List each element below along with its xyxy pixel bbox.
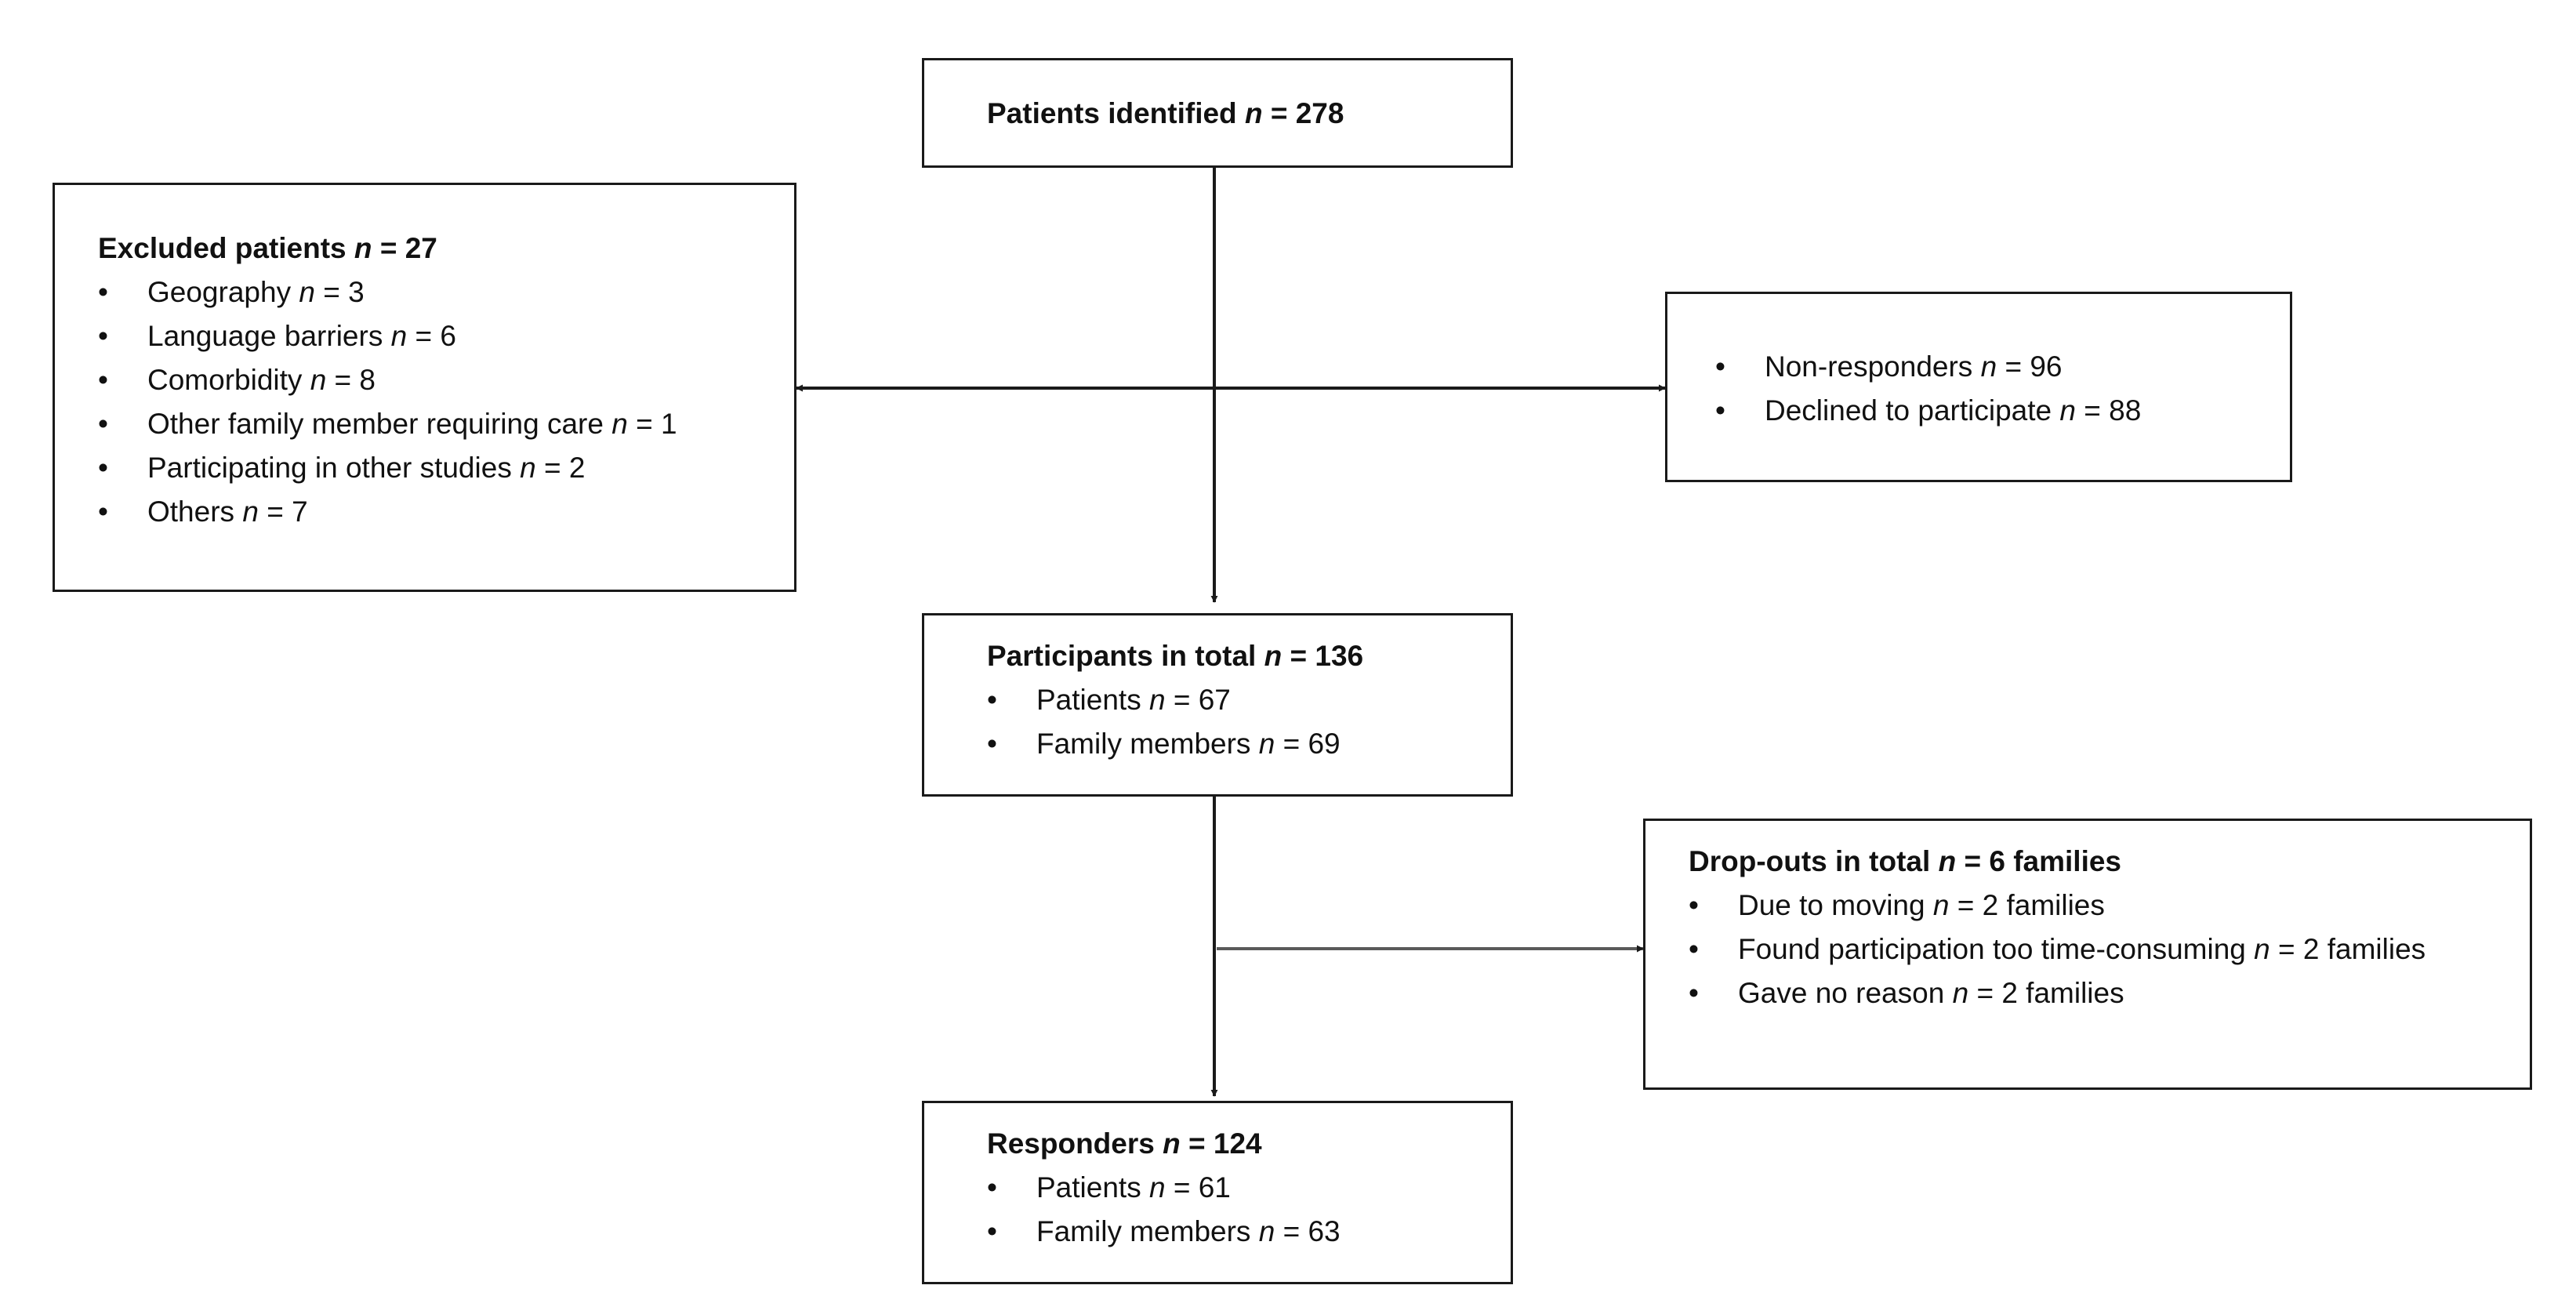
item-value: = 8	[334, 364, 376, 396]
heading-label: Drop-outs in total	[1689, 845, 1931, 877]
item-label: Patients	[1036, 1171, 1141, 1204]
item-n: n	[611, 408, 628, 440]
excluded-list: Geography n = 3 Language barriers n = 6 …	[98, 270, 794, 534]
item-label: Comorbidity	[147, 364, 303, 396]
heading-n: n	[1938, 845, 1957, 877]
list-item: Comorbidity n = 8	[98, 358, 794, 402]
item-label: Found participation too time-consuming	[1738, 933, 2246, 965]
item-label: Participating in other studies	[147, 452, 512, 484]
heading-n: n	[1264, 640, 1283, 672]
box-dropouts: Drop-outs in total n = 6 families Due to…	[1643, 819, 2532, 1090]
item-value: = 2 families	[1976, 977, 2124, 1009]
item-n: n	[390, 320, 408, 352]
item-value: = 3	[323, 276, 365, 308]
list-item: Non-responders n = 96	[1715, 345, 2290, 389]
responders-list: Patients n = 61 Family members n = 63	[987, 1166, 1511, 1254]
list-item: Found participation too time-consuming n…	[1689, 928, 2428, 971]
item-value: = 2 families	[1957, 889, 2105, 921]
list-item: Family members n = 69	[987, 722, 1511, 766]
item-value: = 2 families	[2277, 933, 2426, 965]
item-n: n	[1258, 1215, 1275, 1247]
item-value: = 63	[1283, 1215, 1341, 1247]
item-value: = 88	[2084, 394, 2142, 427]
heading-value: = 136	[1290, 640, 1364, 672]
list-item: Gave no reason n = 2 families	[1689, 971, 2530, 1015]
heading-value: = 27	[379, 232, 437, 264]
excluded-heading: Excluded patients n = 27	[98, 227, 794, 270]
item-label: Non-responders	[1765, 350, 1973, 383]
item-n: n	[1952, 977, 1969, 1009]
list-item: Family members n = 63	[987, 1210, 1511, 1254]
heading-value: = 6 families	[1964, 845, 2122, 877]
item-label: Language barriers	[147, 320, 383, 352]
box-excluded-patients: Excluded patients n = 27 Geography n = 3…	[53, 183, 796, 592]
item-value: = 67	[1173, 684, 1231, 716]
item-label: Geography	[147, 276, 292, 308]
item-n: n	[242, 496, 259, 528]
list-item: Declined to participate n = 88	[1715, 389, 2290, 433]
heading-n: n	[1163, 1127, 1181, 1160]
heading-label: Patients identified	[987, 97, 1237, 129]
box-participants-total: Participants in total n = 136 Patients n…	[922, 613, 1513, 797]
box-patients-identified: Patients identified n = 278	[922, 58, 1513, 168]
patients-identified-heading: Patients identified n = 278	[987, 92, 1511, 136]
item-value: = 2	[543, 452, 586, 484]
item-value: = 69	[1283, 728, 1341, 760]
heading-n: n	[354, 232, 372, 264]
heading-label: Participants in total	[987, 640, 1257, 672]
box-responders: Responders n = 124 Patients n = 61 Famil…	[922, 1101, 1513, 1284]
list-item: Patients n = 67	[987, 678, 1511, 722]
list-item: Due to moving n = 2 families	[1689, 884, 2530, 928]
participants-heading: Participants in total n = 136	[987, 634, 1511, 678]
item-n: n	[1148, 1171, 1166, 1204]
list-item: Other family member requiring care n = 1	[98, 402, 794, 446]
item-n: n	[2254, 933, 2270, 965]
item-label: Gave no reason	[1738, 977, 1945, 1009]
list-item: Others n = 7	[98, 490, 794, 534]
item-label: Patients	[1036, 684, 1141, 716]
item-n: n	[1932, 889, 1950, 921]
list-item: Geography n = 3	[98, 270, 794, 314]
item-label: Declined to participate	[1765, 394, 2052, 427]
dropouts-list: Due to moving n = 2 families Found parti…	[1689, 884, 2530, 1015]
item-label: Others	[147, 496, 235, 528]
item-value: = 61	[1173, 1171, 1231, 1204]
item-n: n	[1148, 684, 1166, 716]
item-label: Family members	[1036, 1215, 1251, 1247]
item-n: n	[1980, 350, 1997, 383]
item-value: = 96	[2005, 350, 2063, 383]
responders-heading: Responders n = 124	[987, 1122, 1511, 1166]
item-n: n	[299, 276, 315, 308]
heading-value: = 278	[1270, 97, 1344, 129]
item-label: Other family member requiring care	[147, 408, 604, 440]
dropouts-heading: Drop-outs in total n = 6 families	[1689, 840, 2530, 884]
list-item: Patients n = 61	[987, 1166, 1511, 1210]
item-n: n	[310, 364, 327, 396]
item-n: n	[2059, 394, 2076, 427]
item-n: n	[1258, 728, 1275, 760]
heading-label: Responders	[987, 1127, 1155, 1160]
list-item: Language barriers n = 6	[98, 314, 794, 358]
item-label: Family members	[1036, 728, 1251, 760]
heading-label: Excluded patients	[98, 232, 346, 264]
item-label: Due to moving	[1738, 889, 1925, 921]
non-responders-list: Non-responders n = 96 Declined to partic…	[1715, 345, 2290, 433]
box-non-responders: Non-responders n = 96 Declined to partic…	[1665, 292, 2292, 482]
heading-value: = 124	[1188, 1127, 1262, 1160]
participants-list: Patients n = 67 Family members n = 69	[987, 678, 1511, 766]
heading-n: n	[1244, 97, 1263, 129]
item-value: = 1	[636, 408, 677, 440]
item-n: n	[520, 452, 536, 484]
item-value: = 6	[415, 320, 456, 352]
list-item: Participating in other studies n = 2	[98, 446, 794, 490]
item-value: = 7	[267, 496, 308, 528]
